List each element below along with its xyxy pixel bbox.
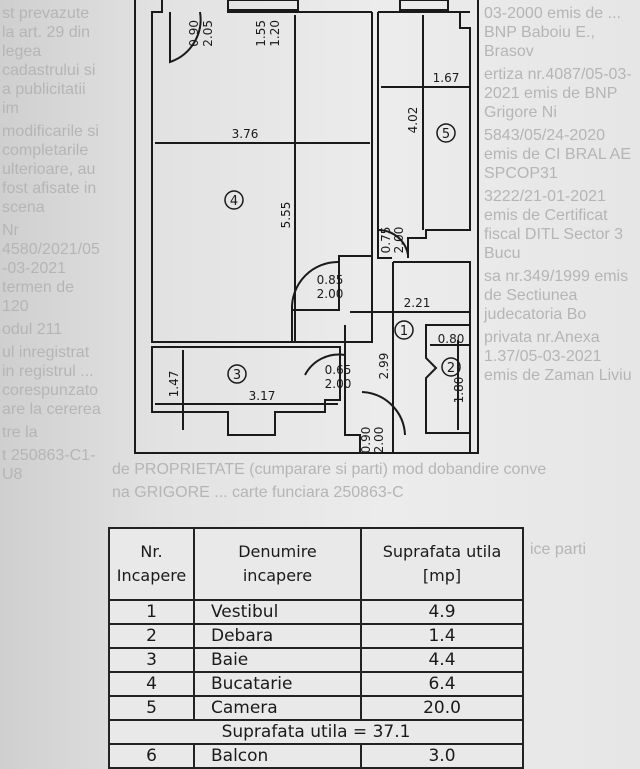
dim-label: 0.90 [359,427,373,454]
room-name: Camera [193,695,362,721]
ghost-column-low-right: ice parti [530,540,636,563]
room-name: Debara [193,623,362,649]
dim-label: 0.85 [317,273,344,287]
ghost-line: ice parti [530,541,587,558]
room-area-table: Nr. Incapere Denumire incapere Suprafata… [108,527,524,769]
dim-label: 2.00 [317,287,344,301]
ghost-strip: de PROPRIETATE (cumparare si parti) mod … [112,460,632,506]
dim-label: 3.17 [249,389,276,403]
room-marker-2 [441,357,461,377]
door-arc [169,11,202,64]
room-marker-1 [394,320,414,340]
dim-label: 1.47 [167,371,181,398]
ghost-line: ertiza nr.4087/05-03-2021 emis de BNP Gr… [484,66,632,121]
room-number: 5 [442,127,450,142]
room-5-walls [377,12,471,259]
door-arc [304,353,346,376]
dim-label: 1.55 [254,20,268,47]
room-area: 6.4 [360,671,524,697]
room-nr: 2 [108,623,195,649]
room-name: Balcon [193,743,362,769]
dim-label: 2.00 [392,227,406,254]
room-name: Bucatarie [193,671,362,697]
dim-label: 0.65 [325,363,352,377]
room-marker-4 [224,190,244,210]
ghost-line: st prevazute la art. 29 din legea cadast… [2,5,96,117]
ghost-line: 03-2000 emis de ... BNP Baboiu E., Braso… [484,5,621,60]
ghost-line: privata nr.Anexa 1.37/05-03-2021 emis de… [484,329,632,384]
dim-label: 2.00 [372,427,386,454]
room-number: 2 [447,361,455,376]
ghost-line: Nr 4580/2021/05-03-2021 termen de 120 [2,222,100,315]
room-number: 3 [233,368,241,383]
dim-label: 0.80 [438,332,465,346]
ghost-line: na GRIGORE ... carte funciara 250863-C [112,484,404,501]
ghost-line: tre la [2,424,38,441]
dim-label: 4.02 [406,107,420,134]
room-area: 4.4 [360,647,524,673]
dim-label: 5.55 [279,202,293,229]
room-3-walls [151,346,341,436]
table-header: Nr. Incapere Denumire incapere Suprafata… [108,527,524,601]
room-area: 3.0 [360,743,524,769]
room-name: Vestibul [193,599,362,625]
header-room-number: Nr. Incapere [108,527,195,601]
dim-label: 0.75 [379,227,393,254]
room-number: 4 [230,194,238,209]
outer-wall [134,0,479,454]
room-nr: 4 [108,671,195,697]
ghost-column-right: 03-2000 emis de ... BNP Baboiu E., Braso… [484,4,636,389]
dim-label: 1.67 [433,71,460,85]
dim-label: 1.80 [452,377,466,404]
door-arc [361,391,406,436]
dim-label: 2.05 [201,20,215,47]
ghost-line: t 250863-C1-U8 [2,447,96,483]
room-2-walls [425,324,471,434]
room-area: 4.9 [360,599,524,625]
header-area: Suprafata utila [mp] [360,527,524,601]
door-arc [377,228,409,256]
total-area: Suprafata utila = 37.1 [108,719,524,745]
room-name: Baie [193,647,362,673]
total-row: Suprafata utila = 37.1 [108,719,524,745]
room-marker-5 [436,123,456,143]
room-nr: 5 [108,695,195,721]
room-marker-3 [227,364,247,384]
ghost-line: odul 211 [2,321,63,338]
dim-label: 3.76 [232,127,259,141]
room-area: 1.4 [360,623,524,649]
dim-label: 2.99 [377,353,391,380]
room-area: 20.0 [360,695,524,721]
room-4-walls [151,0,373,343]
dim-label: 0.90 [187,20,201,47]
ghost-line: modificarile si completarile ulterioare,… [2,123,99,216]
room-nr: 6 [108,743,195,769]
door-arc [290,260,340,311]
header-room-name: Denumire incapere [193,527,362,601]
floor-plan: 1 2 3 4 5 0.90 2.05 1.55 1.20 1.67 4.02 … [134,0,479,454]
ghost-line: 5843/05/24-2020 emis de CI BRAL AE SPCOP… [484,127,632,182]
ghost-column-left: st prevazute la art. 29 din legea cadast… [2,4,104,488]
room-number: 1 [400,324,408,339]
ghost-line: ul inregistrat in registrul ... corespun… [2,344,101,418]
ghost-line: sa nr.349/1999 emis de Sectiunea judecat… [484,268,629,323]
dim-label: 2.00 [325,377,352,391]
dim-label: 1.20 [268,20,282,47]
ghost-line: 3222/21-01-2021 emis de Certificat fisca… [484,188,624,262]
dim-label: 2.21 [404,296,431,310]
room-nr: 1 [108,599,195,625]
ghost-line: de PROPRIETATE (cumparare si parti) mod … [112,461,547,478]
room-nr: 3 [108,647,195,673]
